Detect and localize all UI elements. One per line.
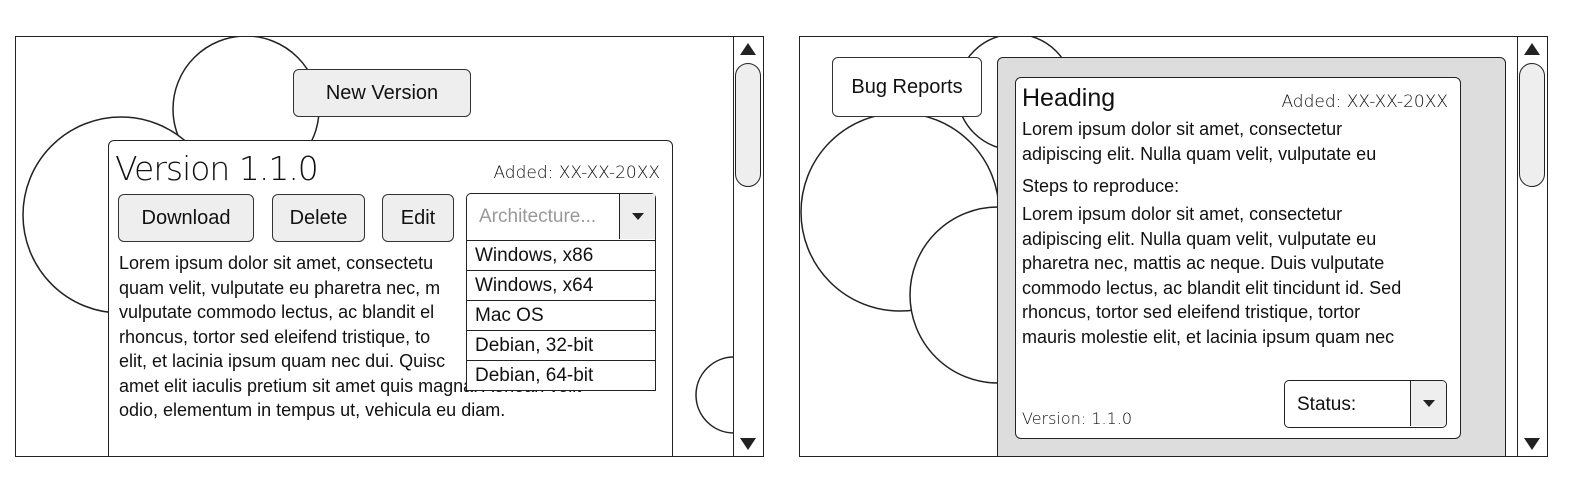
summary-line: adipiscing elit. Nulla quam velit, vulpu… xyxy=(1022,143,1377,164)
report-added-date: Added: XX-XX-20XX xyxy=(1281,92,1448,112)
steps-line: pharetra nec, mattis ac neque. Duis vulp… xyxy=(1022,253,1385,273)
bug-report-panel: Heading Added: XX-XX-20XX Lorem ipsum do… xyxy=(997,57,1506,456)
description-line: elit, et lacinia ipsum quam nec dui. Qui… xyxy=(119,351,446,371)
dropdown-caret-icon xyxy=(631,213,644,220)
description-line: rhoncus, tortor sed eleifend tristique, … xyxy=(119,326,431,347)
steps-line: Lorem ipsum dolor sit amet, consectetur xyxy=(1022,204,1343,224)
new-version-label: New Version xyxy=(325,81,439,104)
bug-report-card: Heading Added: XX-XX-20XX Lorem ipsum do… xyxy=(1015,77,1461,439)
report-summary: Lorem ipsum dolor sit amet, consectetur … xyxy=(1022,117,1454,166)
option-debian-64[interactable]: Debian, 64-bit xyxy=(466,361,656,391)
edit-button[interactable]: Edit xyxy=(382,194,454,242)
option-mac-os[interactable]: Mac OS xyxy=(466,301,656,331)
description-line: vulputate commodo lectus, ac blandit el xyxy=(119,302,435,322)
steps-label: Steps to reproduce: xyxy=(1022,176,1180,196)
description-line: odio, elementum in tempus ut, vehicula e… xyxy=(119,400,506,420)
download-label: Download xyxy=(141,206,231,229)
dropdown-caret-icon xyxy=(1422,400,1435,407)
steps-text: Lorem ipsum dolor sit amet, consectetur … xyxy=(1022,202,1454,349)
new-version-button[interactable]: New Version xyxy=(293,69,471,117)
status-dropdown[interactable]: Status: xyxy=(1284,380,1447,428)
status-label: Status: xyxy=(1297,394,1357,415)
scroll-thumb[interactable] xyxy=(735,63,761,187)
summary-line: Lorem ipsum dolor sit amet, consectetur xyxy=(1022,119,1343,139)
scroll-up-icon[interactable] xyxy=(1524,43,1540,55)
version-card: Version 1.1.0 Added: XX-XX-20XX Download… xyxy=(108,140,673,456)
description-line: Lorem ipsum dolor sit amet, consectetu xyxy=(119,253,434,273)
version-description: Lorem ipsum dolor sit amet, consectetu q… xyxy=(119,251,664,423)
steps-line: mauris molestie elit, et lacinia ipsum q… xyxy=(1022,326,1395,347)
right-window: Bug Reports Heading Added: XX-XX-20XX Lo… xyxy=(799,36,1548,457)
scroll-thumb[interactable] xyxy=(1519,63,1545,187)
delete-label: Delete xyxy=(289,206,348,229)
version-label: Version: 1.1.0 xyxy=(1022,409,1133,428)
delete-button[interactable]: Delete xyxy=(272,194,365,242)
right-scrollbar[interactable] xyxy=(1517,37,1547,456)
description-line: amet elit iaculis pretium sit amet quis … xyxy=(119,375,582,396)
dropdown-caret-button[interactable] xyxy=(619,194,655,239)
option-windows-x86[interactable]: Windows, x86 xyxy=(466,241,656,271)
version-title: Version 1.1.0 xyxy=(115,149,319,188)
left-window: New Version Version 1.1.0 Added: XX-XX-2… xyxy=(15,36,764,457)
option-windows-x64[interactable]: Windows, x64 xyxy=(466,271,656,301)
steps-line: rhoncus, tortor sed eleifend tristique, … xyxy=(1022,302,1361,322)
scroll-down-icon[interactable] xyxy=(1524,438,1540,450)
status-caret-button[interactable] xyxy=(1410,381,1446,426)
steps-line: commodo lectus, ac blandit elit tincidun… xyxy=(1022,277,1402,298)
architecture-placeholder: Architecture... xyxy=(479,206,597,227)
bug-reports-button[interactable]: Bug Reports xyxy=(832,57,982,117)
option-debian-32[interactable]: Debian, 32-bit xyxy=(466,331,656,361)
architecture-dropdown[interactable]: Architecture... xyxy=(466,193,656,241)
download-button[interactable]: Download xyxy=(118,194,254,242)
architecture-options: Windows, x86 Windows, x64 Mac OS Debian,… xyxy=(466,241,656,391)
left-scrollbar[interactable] xyxy=(733,37,763,456)
edit-label: Edit xyxy=(400,206,436,229)
scroll-down-icon[interactable] xyxy=(740,438,756,450)
scroll-up-icon[interactable] xyxy=(740,43,756,55)
bug-reports-label: Bug Reports xyxy=(851,75,963,98)
added-date: Added: XX-XX-20XX xyxy=(493,163,660,183)
description-line: quam velit, vulputate eu pharetra nec, m xyxy=(119,277,441,298)
steps-line: adipiscing elit. Nulla quam velit, vulpu… xyxy=(1022,228,1377,249)
report-heading: Heading xyxy=(1022,84,1116,112)
